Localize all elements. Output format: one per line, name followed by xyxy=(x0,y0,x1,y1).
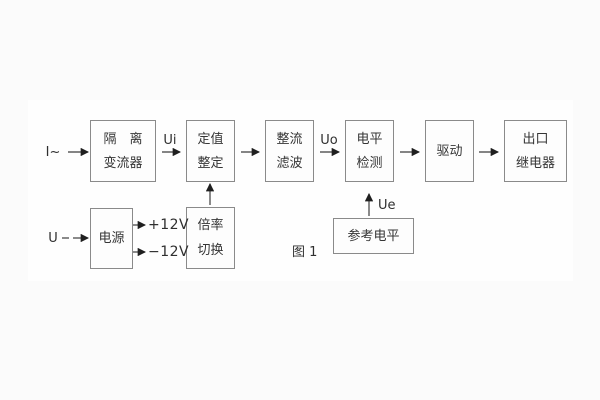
input-current-label: I~ xyxy=(45,145,61,160)
figure-caption: 图 1 xyxy=(292,245,318,260)
power-minus12v-label: −12V xyxy=(148,244,190,260)
block-label-line: 出口 xyxy=(522,131,549,147)
block-reference-level: 参考电平 xyxy=(333,218,414,254)
signal-ui-label: Ui xyxy=(163,133,177,148)
block-rectify-filter: 整流 滤波 xyxy=(265,120,314,182)
block-label-line: 电源 xyxy=(98,231,125,246)
block-isolation-transformer: 隔 离 变流器 xyxy=(90,120,156,182)
block-label-line: 变流器 xyxy=(103,155,143,171)
block-drive: 驱动 xyxy=(425,120,474,182)
power-plus12v-label: +12V xyxy=(148,217,190,233)
block-label-line: 隔 离 xyxy=(103,131,143,147)
block-multiplier-switch: 倍率 切换 xyxy=(186,207,235,269)
block-power-supply: 电源 xyxy=(90,208,133,269)
block-label-line: 继电器 xyxy=(515,155,555,171)
signal-ue-label: Ue xyxy=(378,198,396,213)
block-label-line: 整定 xyxy=(197,155,224,171)
block-output-relay: 出口 继电器 xyxy=(504,120,567,182)
signal-uo-label: Uo xyxy=(320,133,338,148)
input-voltage-label: U xyxy=(48,231,58,246)
block-label-line: 检测 xyxy=(356,155,383,171)
block-setting-adjust: 定值 整定 xyxy=(186,120,235,182)
block-label-line: 参考电平 xyxy=(347,228,400,244)
block-label-line: 驱动 xyxy=(436,143,463,159)
block-label-line: 切换 xyxy=(197,243,224,258)
block-label-line: 倍率 xyxy=(197,218,224,233)
block-label-line: 整流 xyxy=(276,131,303,147)
block-level-detect: 电平 检测 xyxy=(345,120,394,182)
block-label-line: 电平 xyxy=(356,131,383,147)
block-label-line: 滤波 xyxy=(276,155,303,171)
block-label-line: 定值 xyxy=(197,131,224,147)
